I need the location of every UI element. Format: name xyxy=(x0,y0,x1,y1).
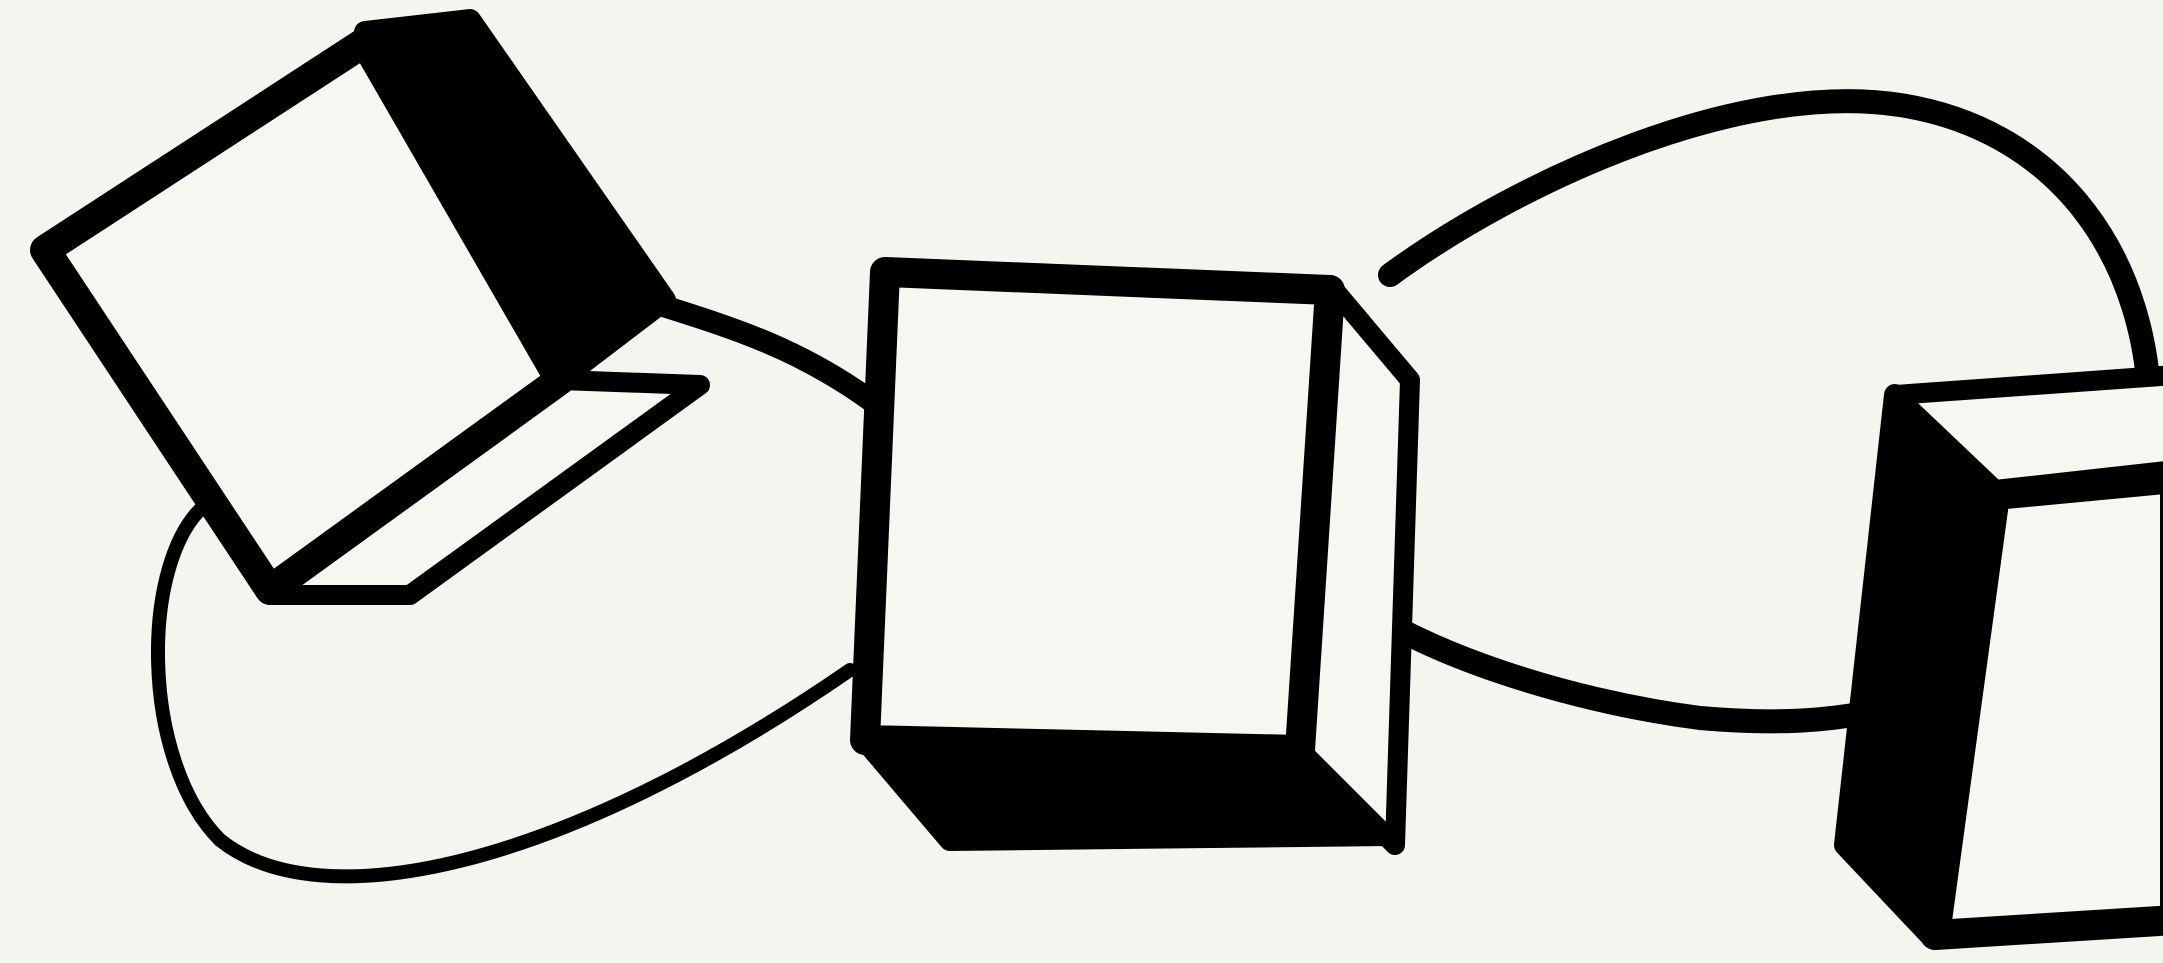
center-cube xyxy=(865,272,1410,845)
center-to-right-connector xyxy=(1360,605,1870,721)
top-arc-connector xyxy=(1390,101,2150,420)
left-tilted-cube xyxy=(45,20,700,595)
right-partial-cube xyxy=(1845,375,2163,935)
center-cube-front-face xyxy=(865,272,1330,750)
